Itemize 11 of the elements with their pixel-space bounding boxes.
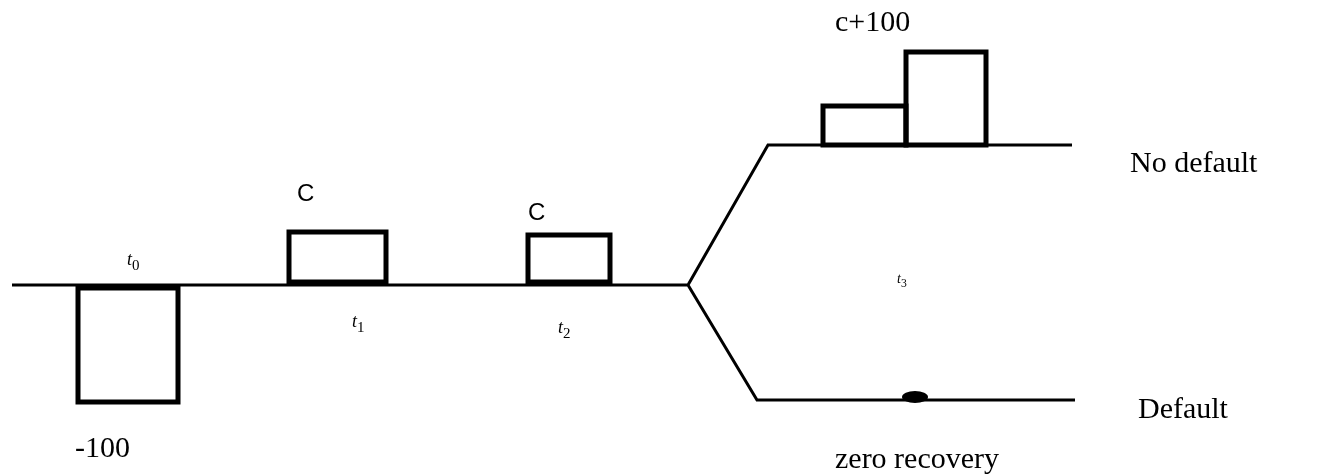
scenario-label: Default <box>1138 393 1228 423</box>
amount-label: c+100 <box>835 6 911 36</box>
amount-label: C <box>528 200 546 224</box>
scenario-label: No default <box>1130 147 1258 177</box>
time-label: t$_{3}$ <box>897 272 907 290</box>
time-label: t$_{0}$ <box>127 250 140 273</box>
time-label: t$_{2}$ <box>558 318 571 341</box>
outcome-label: zero recovery <box>835 443 1000 473</box>
time-label: t$_{1}$ <box>352 312 365 335</box>
amount-label: -100 <box>75 432 130 462</box>
amount-label: C <box>297 181 315 205</box>
